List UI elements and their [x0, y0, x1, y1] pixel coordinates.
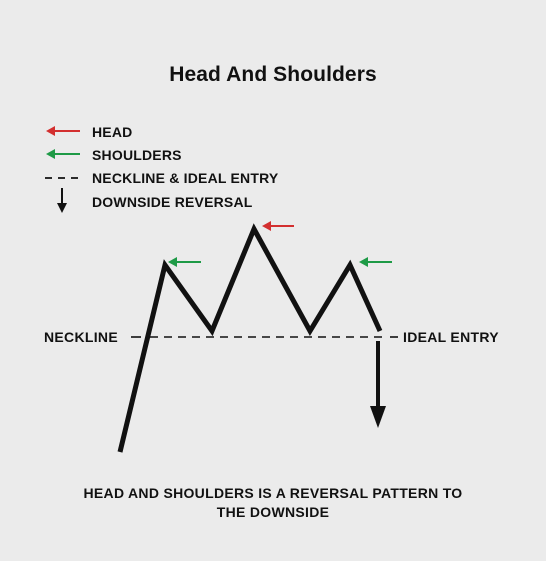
legend-label-downside: DOWNSIDE REVERSAL: [92, 194, 253, 210]
caption-line-2: THE DOWNSIDE: [216, 504, 330, 520]
green-arrow-left-icon: [46, 149, 80, 159]
legend-label-shoulders: SHOULDERS: [92, 147, 182, 163]
price-path: [117, 223, 383, 453]
head-arrow: [262, 221, 294, 231]
red-arrow-left-icon: [46, 126, 80, 136]
neckline-label: NECKLINE: [44, 329, 118, 345]
diagram-title: Head And Shoulders: [169, 63, 377, 86]
downside-reversal-arrow: [370, 341, 386, 428]
legend-label-head: HEAD: [92, 124, 133, 140]
right-shoulder-arrow: [359, 257, 392, 267]
caption: HEAD AND SHOULDERS IS A REVERSAL PATTERN…: [40, 484, 506, 522]
left-shoulder-arrow: [168, 257, 201, 267]
arrow-down-icon: [57, 188, 67, 213]
caption-line-1: HEAD AND SHOULDERS IS A REVERSAL PATTERN…: [83, 485, 463, 501]
ideal-entry-label: IDEAL ENTRY: [403, 329, 499, 345]
legend-label-neckline: NECKLINE & IDEAL ENTRY: [92, 170, 279, 186]
